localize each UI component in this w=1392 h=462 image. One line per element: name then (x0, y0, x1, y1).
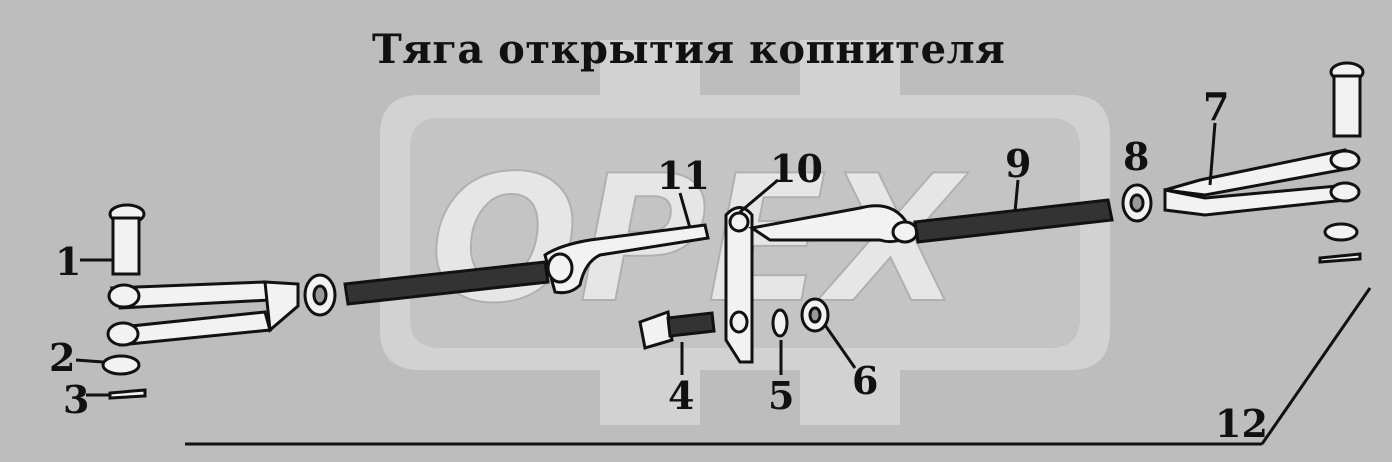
part-10-lever (724, 178, 779, 364)
label-part-4: 4 (668, 373, 695, 418)
part-4-bolt (638, 309, 716, 375)
left-clevis (106, 280, 300, 347)
label-part-7: 7 (1203, 84, 1230, 129)
part-1-pin (80, 203, 146, 276)
label-part-8: 8 (1123, 134, 1150, 179)
label-part-12: 12 (1215, 401, 1268, 446)
part-9-threaded-rod (913, 179, 1114, 244)
label-part-11: 11 (657, 153, 710, 198)
leader-12 (1260, 287, 1372, 445)
diagram-title: Тяга открытия копнителя (372, 26, 1006, 73)
label-part-3: 3 (63, 377, 90, 422)
watermark-text: OPEX (430, 139, 970, 342)
label-part-5: 5 (768, 373, 795, 418)
left-nut (303, 273, 337, 317)
label-part-1: 1 (55, 239, 82, 284)
part-7-right-clevis (1163, 122, 1361, 217)
part-3-cotter-pin (86, 388, 147, 400)
right-pin (1329, 61, 1365, 138)
part-6-nut (800, 297, 857, 369)
label-part-10: 10 (770, 146, 823, 191)
label-part-9: 9 (1005, 141, 1032, 186)
right-hook (748, 204, 919, 244)
part-2-washer (75, 354, 141, 376)
watermark-logo: OPEX (380, 40, 1110, 425)
label-part-2: 2 (49, 335, 76, 380)
left-threaded-rod (343, 260, 550, 306)
part-8-nut (1121, 183, 1153, 223)
part-11-hook (543, 192, 710, 295)
part-5-washer (771, 308, 789, 375)
right-washer (1318, 222, 1362, 264)
label-part-6: 6 (852, 358, 879, 403)
